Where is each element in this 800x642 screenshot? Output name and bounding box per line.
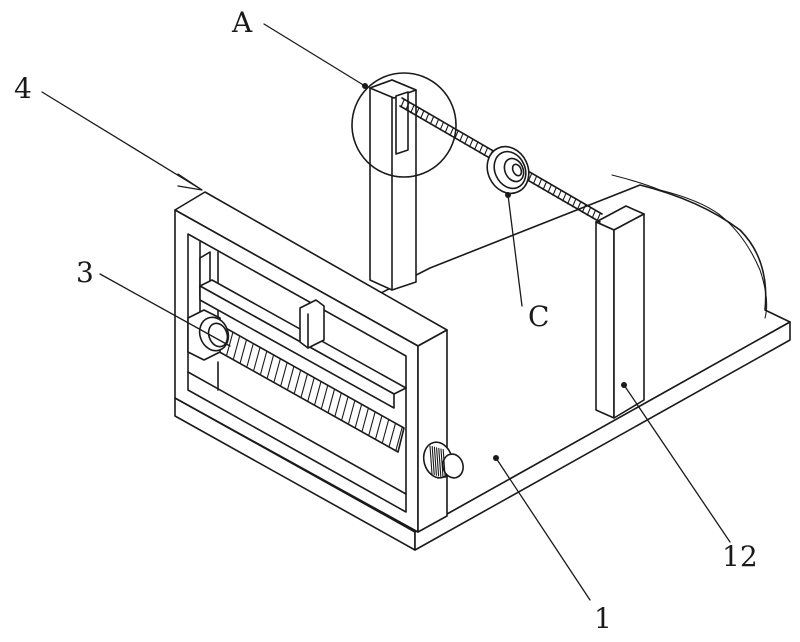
- label-12: 12: [722, 540, 758, 573]
- label-3: 3: [76, 256, 94, 289]
- label-4: 4: [14, 72, 32, 105]
- right-post: [596, 206, 644, 418]
- label-1: 1: [594, 602, 612, 635]
- label-c: C: [528, 300, 549, 333]
- label-a: A: [231, 6, 253, 39]
